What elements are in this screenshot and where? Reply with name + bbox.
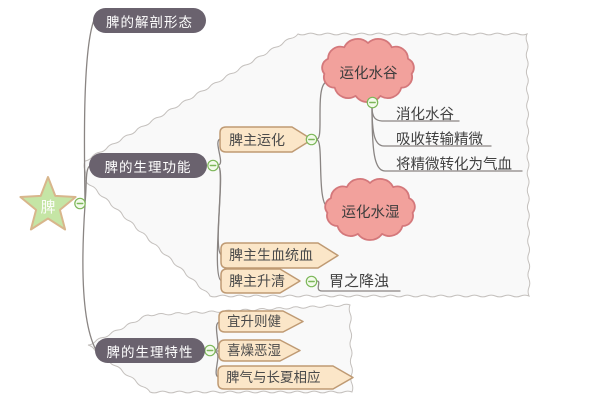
branch-characteristics[interactable]: 脾的生理特性 [95,338,205,363]
root-star-shape[interactable] [19,176,77,231]
item-xishou[interactable]: 吸收转输精微 [396,132,483,148]
collapse-icon-yunhua[interactable] [305,133,318,146]
link-root-characteristics [82,204,97,351]
collapse-icon-physiology[interactable] [207,159,219,172]
boundary-physiology [83,32,531,298]
link-root-anatomy [83,19,95,202]
collapse-icon-shengqing[interactable] [305,275,318,288]
topic-shengxue[interactable]: 脾主生血统血 [229,247,313,263]
topic-shengqing[interactable]: 脾主升清 [229,273,285,289]
topic-shape-shengxue[interactable] [220,242,339,269]
root-topic-label[interactable]: 脾 [40,199,56,216]
link-yunhua-shuigu [316,81,327,140]
topic-shape-shengqing[interactable] [220,268,301,294]
cloud-shape-shuishi[interactable] [324,178,416,241]
cloud-topic-shuigu[interactable]: 运化水谷 [339,66,398,82]
link-physiology-shengqing [216,165,223,282]
link-shuigu-jiangjingwei [371,106,523,172]
item-xiaohua[interactable]: 消化水谷 [396,107,454,123]
collapse-icon-root[interactable] [74,197,86,210]
topic-xizao[interactable]: 喜燥恶湿 [227,343,281,358]
topic-yunhua[interactable]: 脾主运化 [229,131,285,148]
branch-anatomy[interactable]: 脾的解剖形态 [93,8,206,33]
item-weizhijiangzhuo[interactable]: 胃之降浊 [329,273,390,290]
collapse-icon-shuigu[interactable] [366,96,379,109]
topic-shape-yunhua[interactable] [219,126,313,153]
topic-shape-yisheng[interactable] [218,310,304,333]
topic-shape-xizao[interactable] [218,339,301,362]
link-shengqing-jiangzhuo [316,280,401,292]
topic-yisheng[interactable]: 宜升则健 [227,314,281,329]
topic-shape-changxia[interactable] [217,365,354,390]
link-root-physiology [84,165,91,204]
cloud-topic-shuishi[interactable]: 运化水湿 [341,205,400,221]
branch-physiology[interactable]: 脾的生理功能 [89,153,207,178]
collapse-icon-characteristics[interactable] [204,344,216,357]
topic-changxia[interactable]: 脾气与长夏相应 [226,370,321,385]
item-jiangjingwei[interactable]: 将精微转化为气血 [396,157,512,173]
